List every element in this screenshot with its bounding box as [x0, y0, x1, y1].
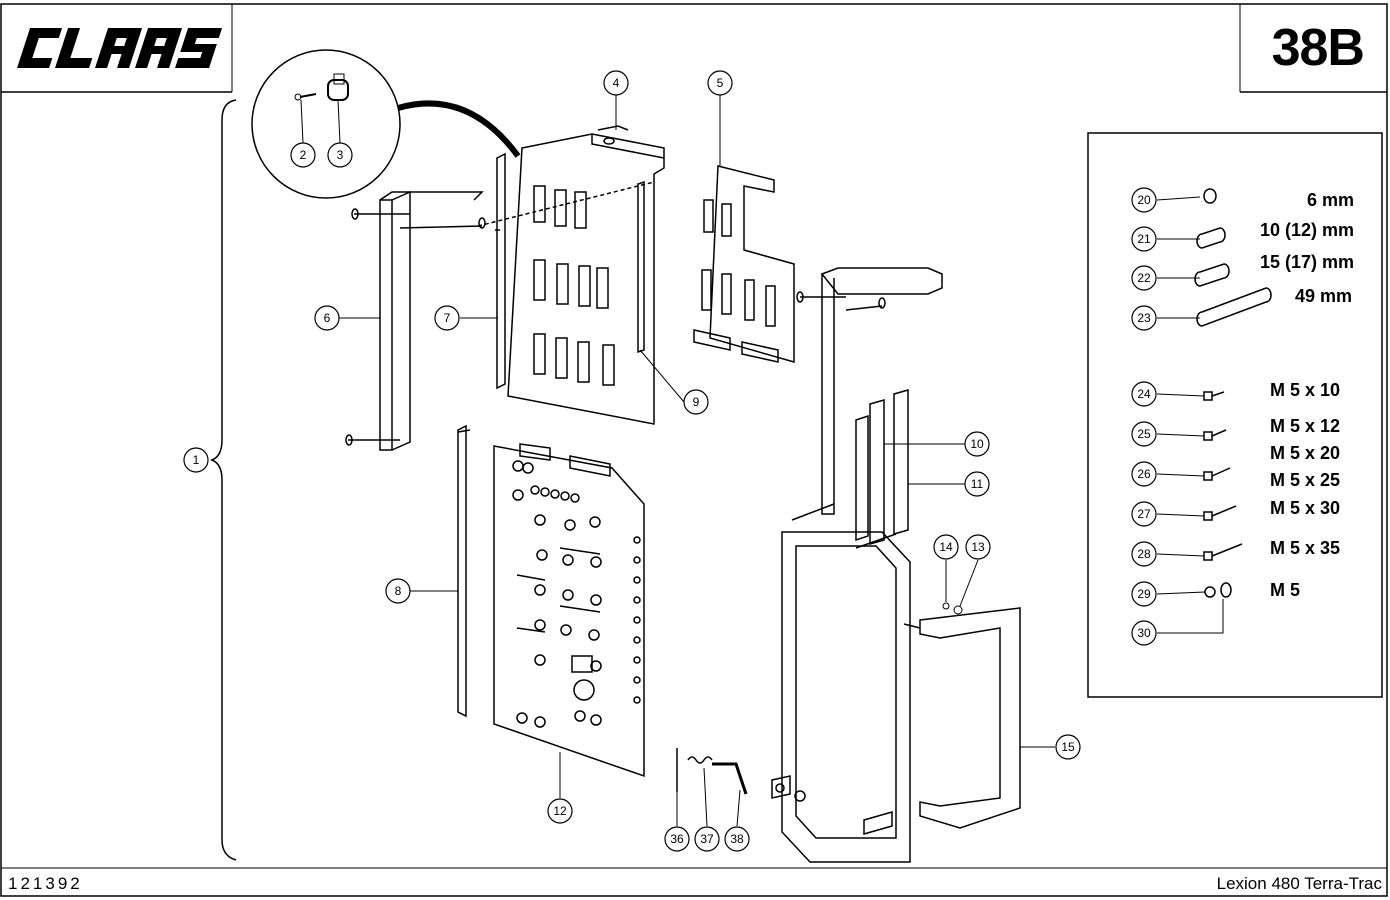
screw-size-27: M 5 x 30 — [1270, 498, 1340, 518]
svg-text:1: 1 — [193, 453, 200, 467]
callout-26: 26 — [1131, 461, 1157, 487]
callout-13: 13 — [965, 534, 991, 560]
svg-text:13: 13 — [971, 540, 985, 554]
callout-28: 28 — [1131, 541, 1157, 567]
screw-size-26b: M 5 x 25 — [1270, 470, 1340, 490]
svg-text:2: 2 — [300, 148, 307, 162]
callout-36: 36 — [664, 826, 690, 852]
callout-2: 2 — [290, 142, 316, 168]
svg-text:11: 11 — [971, 477, 984, 491]
callout-5: 5 — [707, 70, 733, 96]
drawing-number: 121392 — [8, 874, 83, 893]
callout-8: 8 — [385, 578, 411, 604]
callout-3: 3 — [327, 142, 353, 168]
callout-10: 10 — [964, 431, 990, 457]
svg-text:36: 36 — [670, 832, 684, 846]
callout-23: 23 — [1131, 305, 1157, 331]
svg-text:10: 10 — [970, 437, 984, 451]
screw-size-28: M 5 x 35 — [1270, 538, 1340, 558]
callout-24: 24 — [1131, 381, 1157, 407]
svg-text:15: 15 — [1061, 740, 1075, 754]
svg-text:38: 38 — [730, 832, 744, 846]
svg-text:24: 24 — [1137, 387, 1151, 401]
callout-22: 22 — [1131, 265, 1157, 291]
callout-29: 29 — [1131, 581, 1157, 607]
callout-4: 4 — [603, 70, 629, 96]
callout-9: 9 — [683, 389, 709, 415]
svg-text:5: 5 — [717, 76, 724, 90]
callout-20: 20 — [1131, 187, 1157, 213]
svg-text:27: 27 — [1137, 507, 1151, 521]
model-name: Lexion 480 Terra-Trac — [1216, 874, 1382, 893]
spacer-size-23: 49 mm — [1295, 286, 1352, 306]
svg-text:8: 8 — [395, 584, 402, 598]
svg-text:12: 12 — [553, 804, 567, 818]
callout-38: 38 — [724, 826, 750, 852]
spacer-size-22: 15 (17) mm — [1260, 252, 1354, 272]
callout-12: 12 — [547, 798, 573, 824]
spacer-size-20: 6 mm — [1307, 190, 1354, 210]
svg-text:37: 37 — [700, 832, 714, 846]
callout-30: 30 — [1131, 620, 1157, 646]
svg-text:26: 26 — [1137, 467, 1151, 481]
spacer-size-21: 10 (12) mm — [1260, 220, 1354, 240]
svg-text:25: 25 — [1137, 427, 1151, 441]
screw-size-24: M 5 x 10 — [1270, 380, 1340, 400]
svg-text:6: 6 — [324, 311, 331, 325]
callout-27: 27 — [1131, 501, 1157, 527]
svg-text:7: 7 — [444, 311, 451, 325]
svg-text:21: 21 — [1137, 232, 1151, 246]
callout-37: 37 — [694, 826, 720, 852]
callout-25: 25 — [1131, 421, 1157, 447]
callout-15: 15 — [1055, 734, 1081, 760]
claas-logo — [17, 28, 223, 68]
callout-11: 11 — [964, 471, 990, 497]
screw-size-26: M 5 x 20 — [1270, 443, 1340, 463]
callout-21: 21 — [1131, 226, 1157, 252]
svg-text:23: 23 — [1137, 311, 1151, 325]
svg-text:30: 30 — [1137, 626, 1151, 640]
sheet-number: 38B — [1271, 19, 1365, 77]
callout-1: 1 — [183, 447, 209, 473]
screw-size-29: M 5 — [1270, 580, 1300, 600]
callout-6: 6 — [314, 305, 340, 331]
callout-14: 14 — [933, 534, 959, 560]
svg-text:9: 9 — [693, 395, 700, 409]
svg-text:14: 14 — [939, 540, 953, 554]
svg-text:3: 3 — [337, 148, 344, 162]
callout-7: 7 — [434, 305, 460, 331]
svg-text:4: 4 — [613, 76, 620, 90]
svg-text:29: 29 — [1137, 587, 1151, 601]
svg-text:20: 20 — [1137, 193, 1151, 207]
screw-size-25: M 5 x 12 — [1270, 416, 1340, 436]
svg-text:28: 28 — [1137, 547, 1151, 561]
svg-text:22: 22 — [1137, 271, 1151, 285]
